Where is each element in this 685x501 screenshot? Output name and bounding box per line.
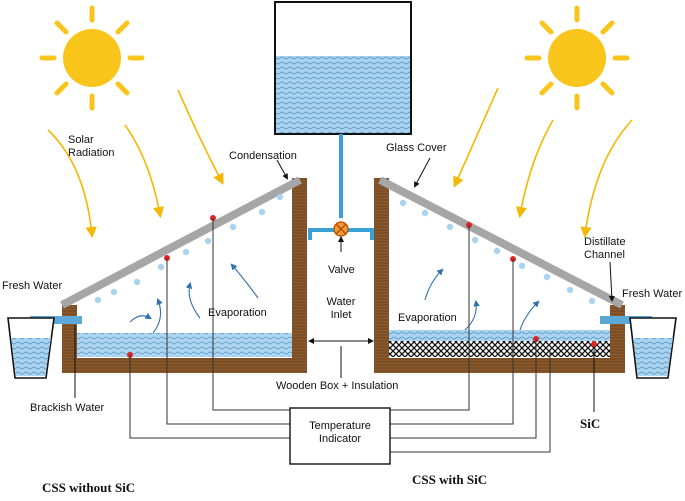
solar-radiation-label: Solar Radiation xyxy=(68,134,114,160)
css-without-sic-title: CSS without SiC xyxy=(42,480,136,495)
glass-cover-label: Glass Cover xyxy=(386,142,447,154)
evaporation-arrows xyxy=(129,263,540,334)
temp-label-1: Temperature xyxy=(309,420,371,432)
water-inlet-label-2: Inlet xyxy=(330,309,352,321)
water-inlet-label: Water Inlet xyxy=(316,296,366,322)
solar-label-1: Solar xyxy=(68,134,94,146)
css-with-sic-title: CSS with SiC xyxy=(412,472,488,487)
distillate-label-2: Channel xyxy=(584,249,625,261)
thermocouple-wires xyxy=(129,218,551,453)
water-inlet-label-1: Water xyxy=(326,296,356,308)
solar-label-2: Radiation xyxy=(68,147,115,159)
beaker-icon-left xyxy=(7,317,55,379)
valve-icon xyxy=(333,221,349,237)
right-still xyxy=(374,176,652,373)
beaker-icon-right xyxy=(629,317,677,379)
distillate-channel-label: Distillate Channel xyxy=(584,236,626,262)
solar-radiation-arrows xyxy=(47,87,633,239)
temperature-indicator-label: Temperature Indicator xyxy=(290,420,390,446)
wooden-box-label: Wooden Box + Insulation xyxy=(276,380,399,392)
temp-label-2: Indicator xyxy=(318,433,362,445)
sun-icon-left xyxy=(39,5,145,111)
sic-label: SiC xyxy=(580,416,601,431)
sun-icon-right xyxy=(524,5,630,111)
fresh-water-left-label: Fresh Water xyxy=(2,280,63,292)
evaporation-left-label: Evaporation xyxy=(208,307,267,319)
evaporation-right-label: Evaporation xyxy=(398,312,457,324)
label-pointers xyxy=(74,157,615,412)
distillate-label-1: Distillate xyxy=(584,236,626,248)
brackish-water-label: Brackish Water xyxy=(30,402,105,414)
condensation-label: Condensation xyxy=(229,150,297,162)
temperature-sensors xyxy=(127,215,597,358)
left-still xyxy=(30,176,307,373)
condensation-droplets xyxy=(94,193,596,305)
water-pipe xyxy=(308,134,374,240)
temperature-indicator-box xyxy=(289,407,391,465)
fresh-water-right-label: Fresh Water xyxy=(622,288,683,300)
water-tank xyxy=(274,1,412,135)
valve-label: Valve xyxy=(328,264,355,276)
